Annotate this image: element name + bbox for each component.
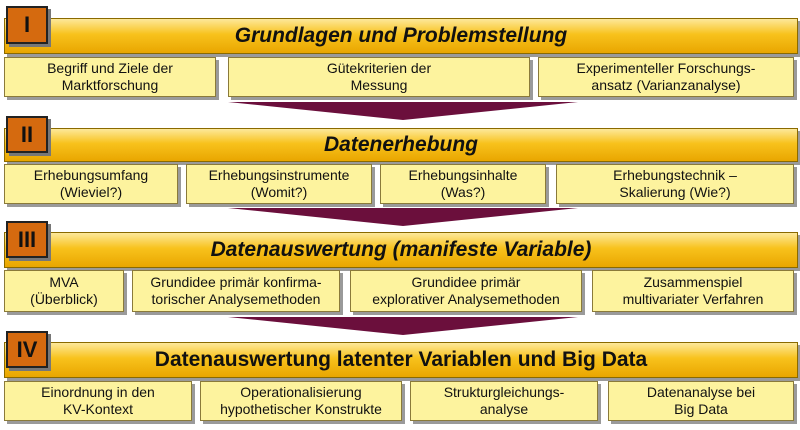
section-4-card-4: Datenanalyse bei Big Data bbox=[608, 381, 794, 421]
section-3-title: Datenauswertung (manifeste Variable) bbox=[210, 238, 592, 261]
section-2-card-4: Erhebungstechnik – Skalierung (Wie?) bbox=[556, 164, 794, 204]
section-3-number: III bbox=[6, 221, 48, 258]
section-1-card-3: Experimenteller Forschungs- ansatz (Vari… bbox=[538, 57, 794, 97]
section-1-card-2: Gütekriterien der Messung bbox=[228, 57, 530, 97]
section-3-card-2: Grundidee primär konfirma- torischer Ana… bbox=[132, 270, 340, 312]
section-1-title: Grundlagen und Problemstellung bbox=[234, 24, 568, 47]
section-4-card-3: Strukturgleichungs- analyse bbox=[410, 381, 598, 421]
section-3-banner: Datenauswertung (manifeste Variable) bbox=[4, 232, 798, 268]
section-4-card-2: Operationalisierung hypothetischer Konst… bbox=[200, 381, 402, 421]
flow-arrow-3 bbox=[228, 317, 578, 335]
section-2-banner: Datenerhebung bbox=[4, 128, 798, 162]
section-2-number: II bbox=[6, 116, 48, 153]
section-4-title: Datenauswertung latenter Variablen und B… bbox=[154, 348, 648, 371]
flow-arrow-2 bbox=[228, 208, 578, 226]
section-4-banner: Datenauswertung latenter Variablen und B… bbox=[4, 342, 798, 378]
section-2-card-1: Erhebungsumfang (Wieviel?) bbox=[4, 164, 178, 204]
flow-arrow-1 bbox=[228, 102, 578, 120]
section-2-card-2: Erhebungsinstrumente (Womit?) bbox=[186, 164, 372, 204]
section-1-card-1: Begriff und Ziele der Marktforschung bbox=[4, 57, 216, 97]
section-4-card-1: Einordnung in den KV-Kontext bbox=[4, 381, 192, 421]
section-2-card-3: Erhebungsinhalte (Was?) bbox=[380, 164, 546, 204]
section-4-number: IV bbox=[6, 331, 48, 368]
section-3-card-4: Zusammenspiel multivariater Verfahren bbox=[592, 270, 794, 312]
section-1-number: I bbox=[6, 6, 48, 44]
section-3-card-1: MVA (Überblick) bbox=[4, 270, 124, 312]
section-2-title: Datenerhebung bbox=[323, 133, 478, 156]
section-3-card-3: Grundidee primär explorativer Analysemet… bbox=[350, 270, 582, 312]
section-1-banner: Grundlagen und Problemstellung bbox=[4, 18, 798, 54]
